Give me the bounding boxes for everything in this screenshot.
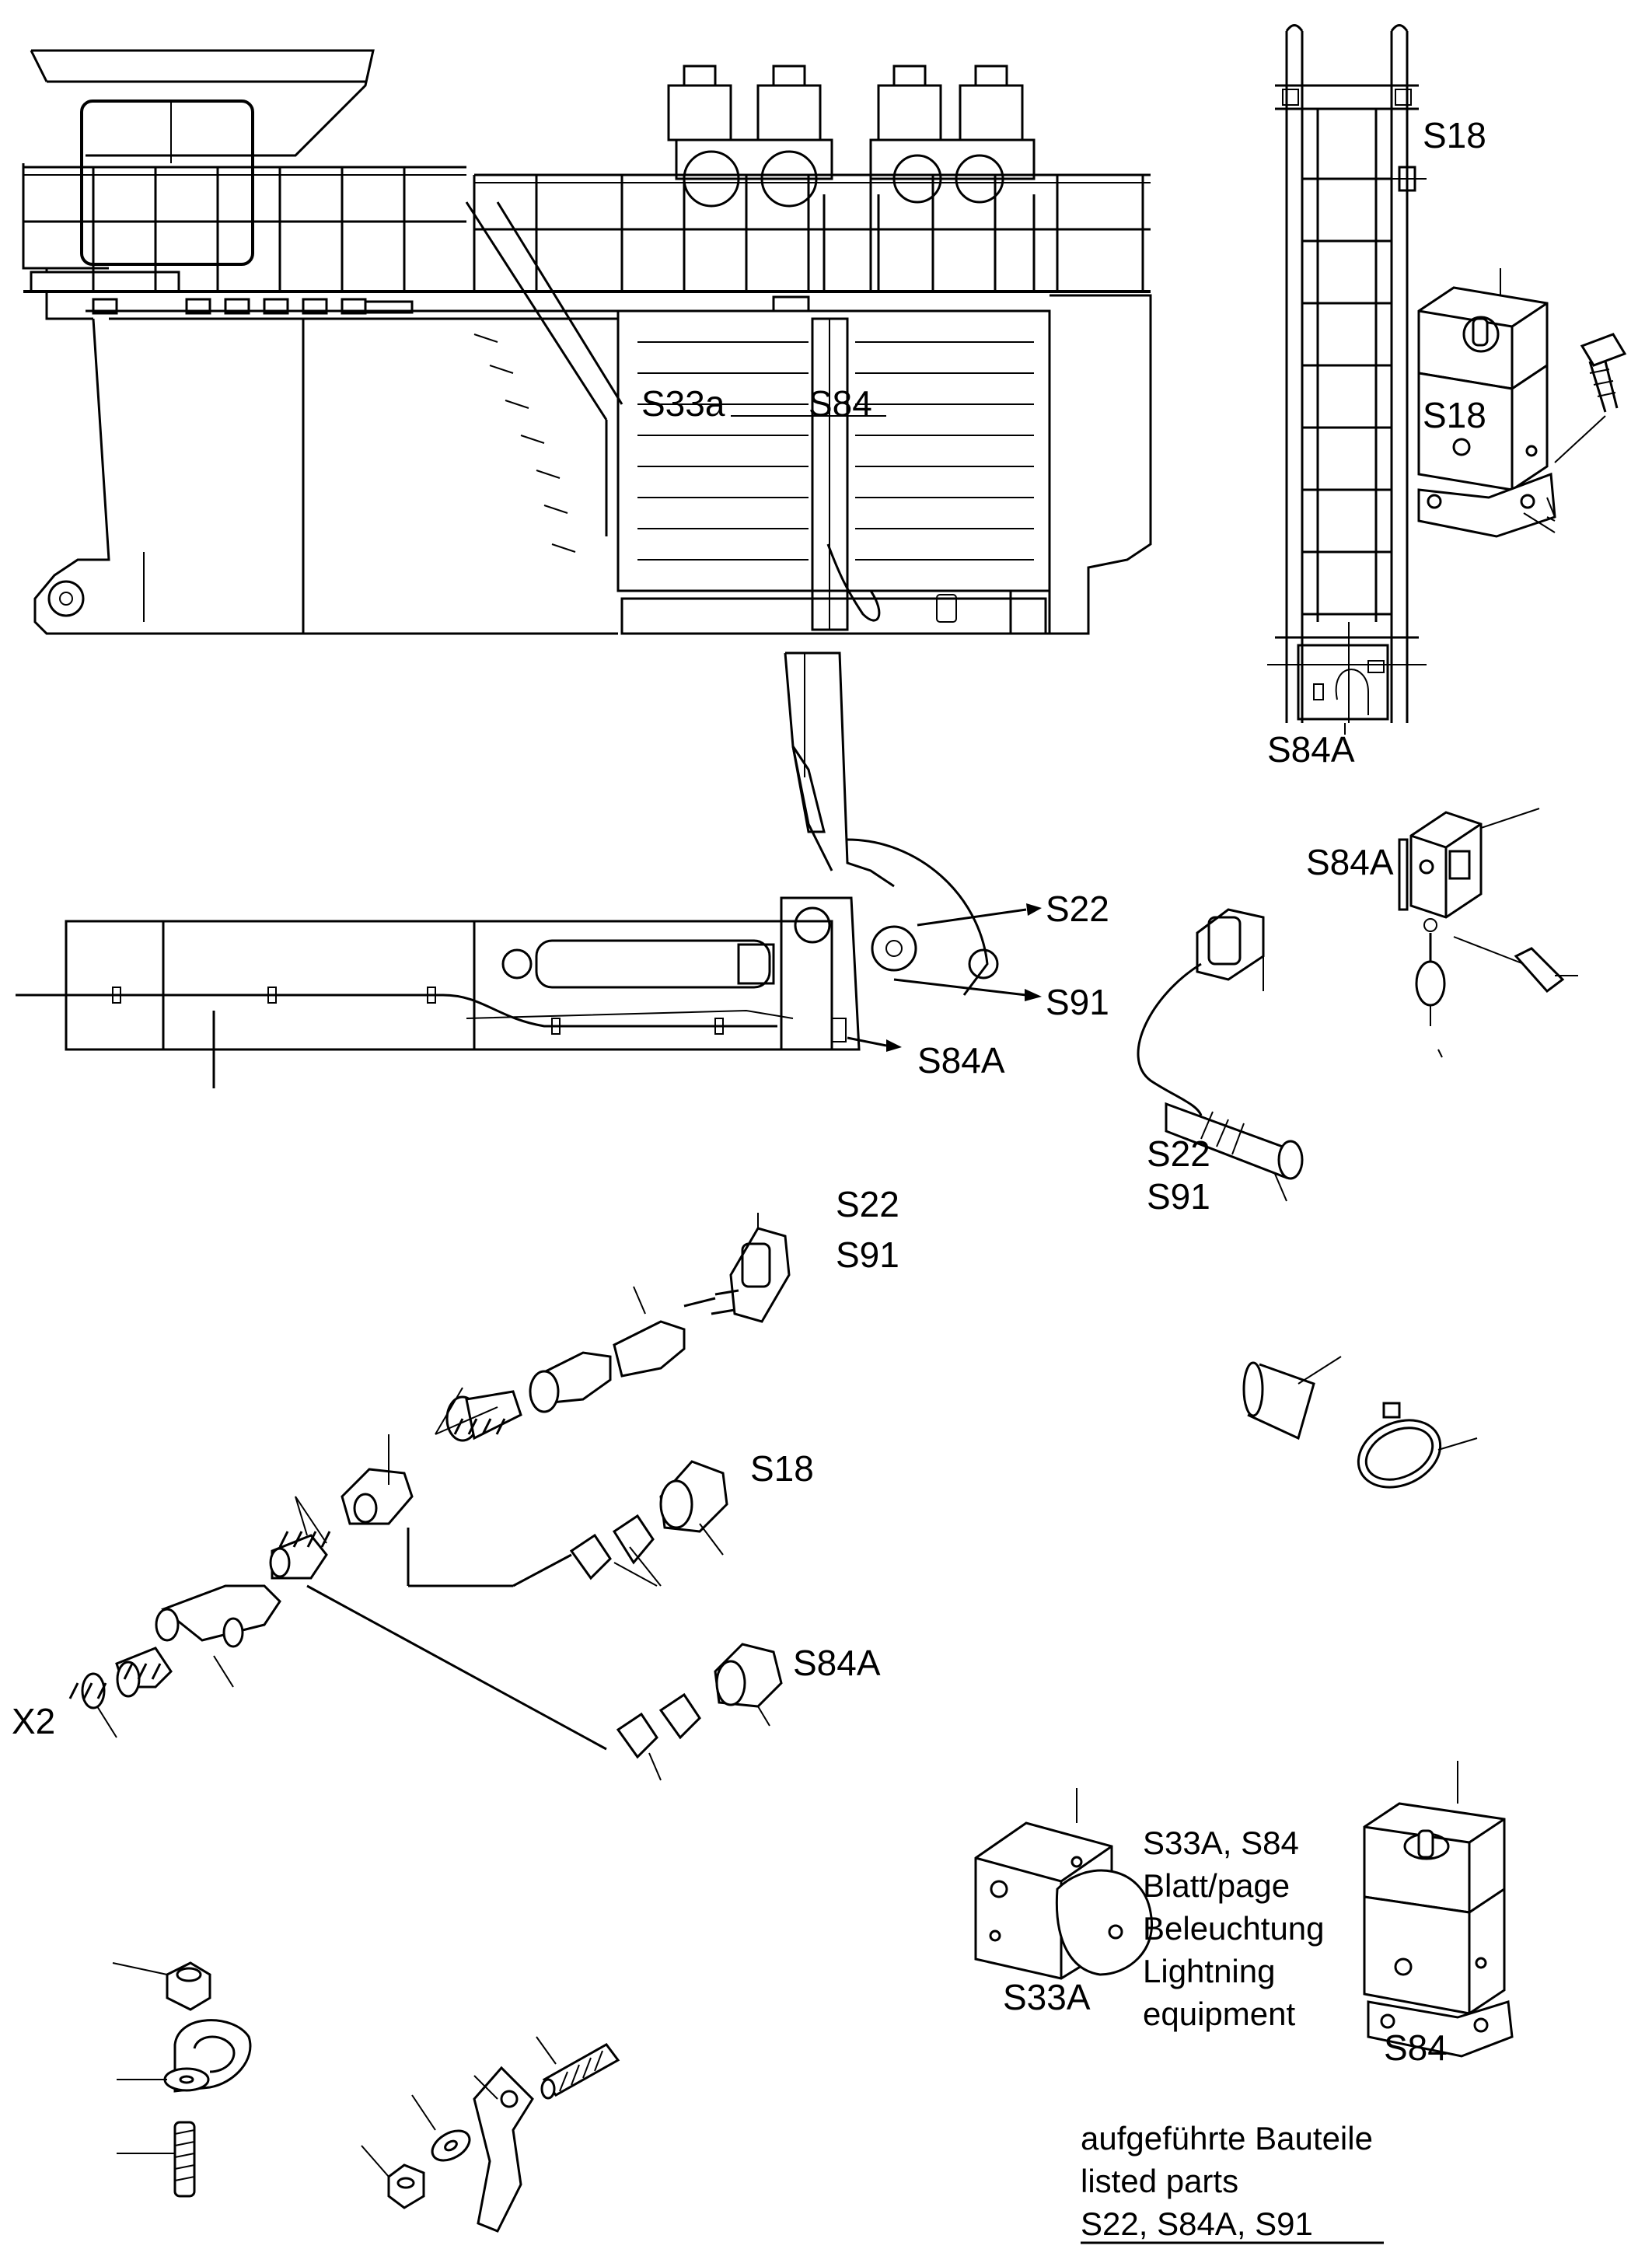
s18-fitting-label: S18	[750, 1448, 814, 1489]
s33a-light: S33A	[974, 1788, 1153, 2017]
fastener-bracket	[361, 2036, 620, 2233]
s91-cable-label: S91	[836, 1235, 899, 1275]
s18-ladder-label: S18	[1423, 115, 1486, 155]
ref-line-5: equipment	[1143, 1996, 1295, 2032]
ref-line-1: S33A, S84	[1143, 1825, 1299, 1861]
reference-note: S33A, S84 Blatt/page Beleuchtung Lightni…	[1143, 1825, 1325, 2032]
s84a-ladder-label: S84A	[1267, 729, 1355, 770]
s84-switch-box: S84	[1363, 1761, 1514, 2068]
machine-side-view: S33a S84	[22, 49, 1152, 635]
s84a-boom-label: S84A	[917, 1040, 1005, 1081]
s91-sensor-label: S91	[1147, 1176, 1210, 1217]
parts-note: aufgeführte Bauteile listed parts S22, S…	[1081, 2120, 1384, 2244]
fastener-nut-clamp	[112, 1961, 252, 2198]
cable-gland-assembly: S22 S91 S18 S84A X2	[12, 1184, 899, 1781]
parts-line-2: listed parts	[1081, 2163, 1238, 2199]
x2-label: X2	[12, 1701, 55, 1741]
s84-part-label: S84	[1384, 2027, 1448, 2068]
ref-line-2: Blatt/page	[1143, 1867, 1290, 1904]
s91-boom-label: S91	[1046, 982, 1109, 1022]
ref-line-3: Beleuchtung	[1143, 1910, 1325, 1947]
s33a-part-label: S33A	[1003, 1977, 1091, 2017]
ref-line-4: Lightning	[1143, 1953, 1275, 1989]
parts-line-1: aufgeführte Bauteile	[1081, 2120, 1373, 2156]
parts-line-3: S22, S84A, S91	[1081, 2205, 1313, 2242]
s84-label: S84	[809, 383, 872, 424]
boom-view: S22 S91 S84A	[16, 651, 1109, 1088]
s18-switch-box: S18	[1417, 268, 1627, 538]
s18-box-label: S18	[1423, 395, 1486, 435]
hose-and-clamp	[1242, 1356, 1478, 1489]
s22-s91-sensor: S22 S91	[1137, 908, 1304, 1217]
s22-sensor-label: S22	[1147, 1133, 1210, 1174]
s84a-switch-label: S84A	[1306, 842, 1394, 882]
ladder-view: S18 S84A	[1267, 24, 1486, 770]
s33a-label: S33a	[641, 383, 725, 424]
s84a-fitting-label: S84A	[793, 1643, 881, 1683]
s84a-limit-switch: S84A	[1306, 808, 1578, 1058]
s22-cable-label: S22	[836, 1184, 899, 1224]
s22-boom-label: S22	[1046, 889, 1109, 929]
